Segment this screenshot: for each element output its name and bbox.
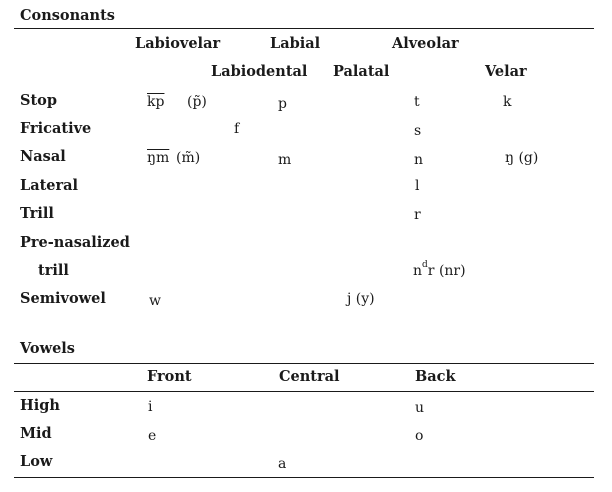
- cell-nasal-labiovelar: ŋm: [147, 150, 170, 166]
- vowels-bottom-rule: [14, 477, 594, 478]
- cell-fricative-labiodental: f: [234, 121, 240, 137]
- col-velar: Velar: [485, 63, 527, 80]
- cell-high-back: u: [415, 400, 425, 416]
- cell-lateral-alveolar: l: [415, 178, 420, 194]
- cell-high-front: i: [148, 399, 153, 415]
- cell-semivowel-palatal: j (y): [347, 291, 375, 307]
- cell-stop-labiovelar: kp: [147, 94, 165, 110]
- cell-trill-alveolar: r: [414, 207, 421, 223]
- row-mid: Mid: [20, 425, 52, 442]
- prenas-r-nr: r (nr): [427, 263, 466, 279]
- cell-stop-labial: p: [278, 96, 287, 112]
- consonants-heading: Consonants: [20, 7, 115, 24]
- row-semivowel: Semivowel: [20, 290, 106, 307]
- col-back: Back: [415, 368, 456, 385]
- cell-nasal-labial: m: [278, 152, 292, 168]
- col-labial: Labial: [270, 35, 321, 52]
- cell-nasal-alveolar: n: [414, 152, 424, 168]
- row-nasal: Nasal: [20, 148, 66, 165]
- row-stop: Stop: [20, 92, 57, 109]
- consonants-top-rule: [14, 28, 594, 29]
- col-labiovelar: Labiovelar: [135, 35, 221, 52]
- col-central: Central: [279, 368, 340, 385]
- cell-fricative-alveolar: s: [414, 123, 422, 139]
- cell-stop-labiovelar-alt: (p̃): [187, 94, 207, 110]
- vowels-top-rule: [14, 363, 594, 364]
- row-prenasalized-trill: trill: [38, 262, 69, 279]
- row-high: High: [20, 397, 60, 414]
- col-palatal: Palatal: [333, 63, 390, 80]
- cell-low-central: a: [278, 456, 287, 472]
- cell-mid-back: o: [415, 428, 424, 444]
- row-trill: Trill: [20, 205, 54, 222]
- cell-stop-velar: k: [503, 94, 512, 110]
- prenas-superscript-d: d: [422, 260, 428, 270]
- row-low: Low: [20, 453, 53, 470]
- row-prenasalized: Pre-nasalized: [20, 234, 130, 251]
- cell-stop-alveolar: t: [414, 94, 420, 110]
- col-alveolar: Alveolar: [392, 35, 459, 52]
- col-front: Front: [147, 368, 192, 385]
- cell-prenasalized-alveolar: ndr (nr): [413, 261, 466, 279]
- cell-nasal-velar: ŋ (g): [505, 150, 539, 166]
- prenas-n: n: [413, 263, 423, 279]
- cell-mid-front: e: [148, 428, 157, 444]
- row-fricative: Fricative: [20, 120, 92, 137]
- cell-semivowel-labiovelar: w: [149, 293, 161, 309]
- vowels-header-rule: [14, 391, 594, 392]
- row-lateral: Lateral: [20, 177, 79, 194]
- vowels-heading: Vowels: [20, 340, 75, 357]
- col-labiodental: Labiodental: [211, 63, 308, 80]
- cell-nasal-labiovelar-alt: (m̃): [176, 150, 201, 166]
